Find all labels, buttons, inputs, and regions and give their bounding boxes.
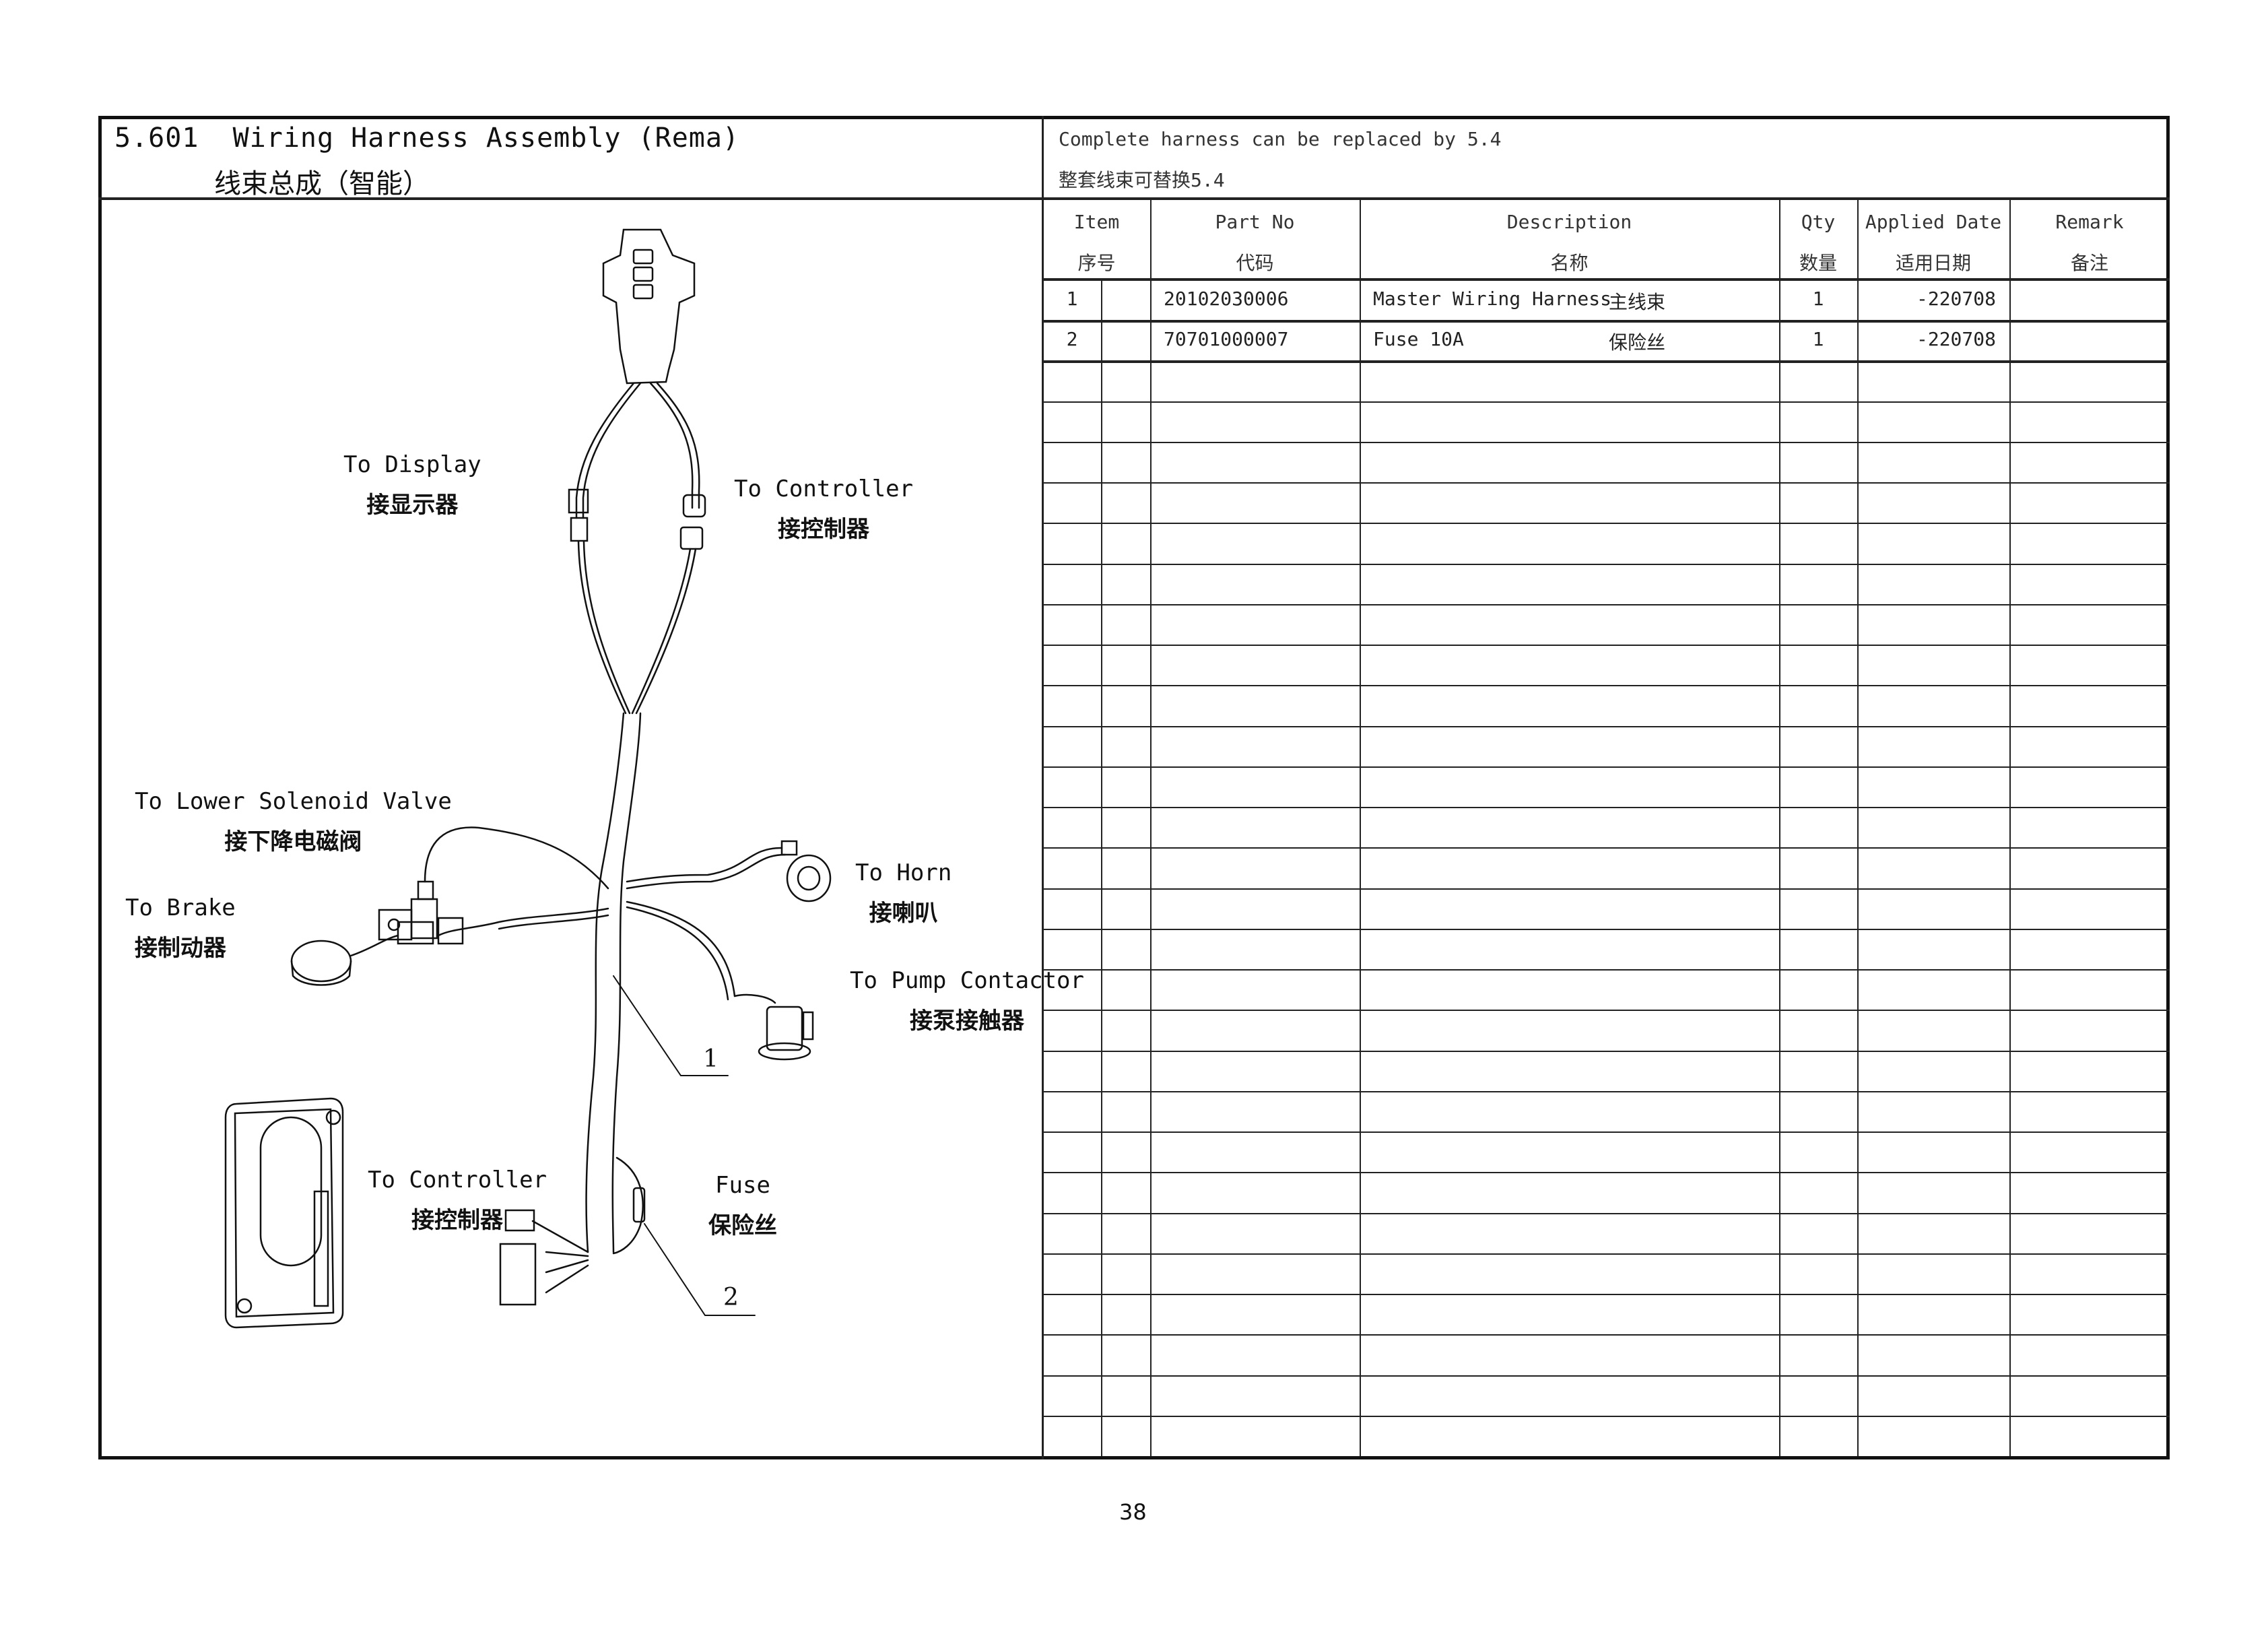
brake-connector-icon <box>397 921 434 945</box>
table-row-line <box>1043 1131 2170 1133</box>
small-controller-connector-icon <box>504 1209 535 1232</box>
section-title-cn: 线束总成（智能） <box>214 168 430 199</box>
table-row-line <box>1043 1334 2170 1336</box>
table-row-line <box>1043 1172 2170 1173</box>
table-row-line <box>1043 523 2170 524</box>
solenoid-valve-icon <box>378 880 438 941</box>
table-row-line <box>1043 1416 2170 1417</box>
table-row-line <box>1043 847 2170 849</box>
table-header-item: Item <box>1073 211 1120 233</box>
table-header-description: Description <box>1506 211 1632 233</box>
cell-item: 2 <box>1066 328 1078 350</box>
brake-icon <box>290 940 352 986</box>
table-header-remark: Remark <box>2055 211 2124 233</box>
table-row-line <box>1043 766 2170 768</box>
cell-item: 1 <box>1066 288 1078 310</box>
table-row-line <box>1043 1010 2170 1011</box>
table-header-cn: 名称 <box>1550 252 1589 274</box>
table-header-cn: 代码 <box>1236 252 1274 274</box>
cell-description-en: Fuse 10A <box>1373 328 1464 350</box>
table-row-line <box>1043 726 2170 727</box>
tiller-handle-icon <box>602 228 696 385</box>
table-row-line <box>1043 1091 2170 1092</box>
table-row-line <box>1043 360 2170 363</box>
controller-unit-icon <box>224 1097 344 1329</box>
table-row-line <box>1043 685 2170 686</box>
table-row-line <box>1043 564 2170 565</box>
table-column-line <box>2009 200 2011 1456</box>
page-frame <box>98 116 2170 1459</box>
replacement-note-cn: 整套线束可替换5.4 <box>1059 169 1225 191</box>
table-header-part-no: Part No <box>1215 211 1295 233</box>
cell-description-cn: 主线束 <box>1609 291 1666 313</box>
replacement-note-en: Complete harness can be replaced by 5.4 <box>1059 128 1502 150</box>
cell-part-no: 20102030006 <box>1164 288 1289 310</box>
table-row-line <box>1043 1051 2170 1052</box>
table-header-cn: 备注 <box>2070 252 2108 274</box>
table-row-line <box>1043 645 2170 646</box>
fuse-icon <box>632 1187 646 1223</box>
callout-1: 1 <box>703 1045 719 1073</box>
display-connector-icon <box>568 488 589 514</box>
cell-description-cn: 保险丝 <box>1609 331 1666 354</box>
table-row-line <box>1043 442 2170 443</box>
table-row-line <box>1043 482 2170 484</box>
cell-qty: 1 <box>1812 328 1824 350</box>
header-divider <box>98 197 2170 200</box>
main-harness-sheath <box>585 712 625 1253</box>
table-row-line <box>1043 1294 2170 1295</box>
table-row-line <box>1043 1213 2170 1214</box>
cell-part-no: 70701000007 <box>1164 328 1289 350</box>
table-column-line <box>1360 200 1361 1456</box>
table-column-line <box>1857 200 1859 1456</box>
table-header-cn: 数量 <box>1799 252 1837 274</box>
cell-qty: 1 <box>1812 288 1824 310</box>
cell-applied-date: -220708 <box>1916 288 1996 310</box>
section-number: 5.601 <box>114 123 199 154</box>
table-row-line <box>1043 929 2170 930</box>
page-number: 38 <box>1119 1499 1147 1525</box>
table-row-line <box>1043 1375 2170 1377</box>
callout-2: 2 <box>723 1284 739 1311</box>
horn-icon <box>780 840 832 902</box>
table-header-divider <box>1043 278 2170 281</box>
pump-contactor-icon <box>758 1006 814 1061</box>
large-controller-connector-icon <box>499 1243 537 1306</box>
table-header-cn: 适用日期 <box>1895 252 1971 274</box>
table-column-line <box>1101 280 1102 1456</box>
table-header-applied-date: Applied Date <box>1865 211 2002 233</box>
table-row-line <box>1043 888 2170 890</box>
cell-applied-date: -220708 <box>1916 328 1996 350</box>
cell-description-en: Master Wiring Harness <box>1373 288 1612 310</box>
table-row-line <box>1043 604 2170 605</box>
table-row-line <box>1043 1253 2170 1255</box>
controller-connector-icon <box>682 494 706 518</box>
table-row-line <box>1043 807 2170 808</box>
table-column-line <box>1779 200 1780 1456</box>
section-title-en: Wiring Harness Assembly (Rema) <box>232 123 740 154</box>
table-row-line <box>1043 969 2170 971</box>
section-title: 5.601 Wiring Harness Assembly (Rema) <box>114 123 739 154</box>
table-row-line <box>1043 401 2170 403</box>
wiring-harness-diagram <box>224 228 832 1329</box>
panel-divider <box>1042 116 1044 1459</box>
table-header-qty: Qty <box>1801 211 1836 233</box>
table-header-cn: 序号 <box>1077 252 1116 274</box>
table-row-line <box>1043 320 2170 323</box>
table-column-line <box>1150 200 1152 1456</box>
